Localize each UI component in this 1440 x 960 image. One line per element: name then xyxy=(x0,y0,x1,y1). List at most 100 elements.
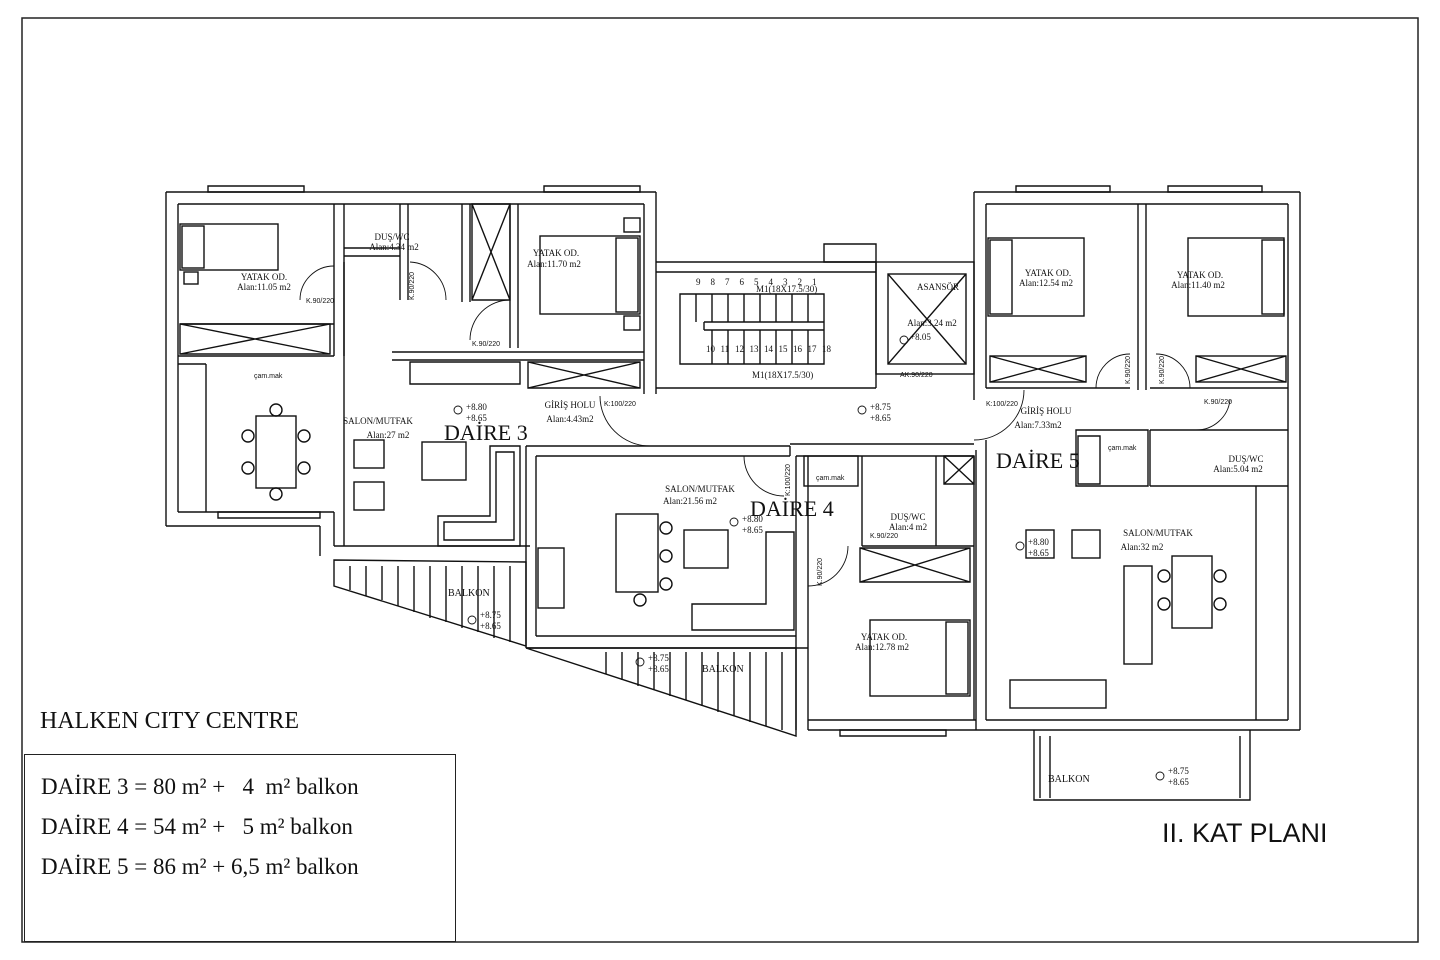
level-value: +8.65 xyxy=(648,664,669,674)
level-value: +8.65 xyxy=(480,621,501,631)
bed-icon xyxy=(179,223,279,271)
room-area: Alan:5.04 m2 xyxy=(1213,464,1263,474)
room-area: Alan:7.33m2 xyxy=(1014,420,1061,430)
door-code: K:100/220 xyxy=(785,464,792,496)
bed-icon xyxy=(539,235,641,315)
door-code: K.90/220 xyxy=(1204,399,1232,406)
room-area: Alan:4.34 m2 xyxy=(369,242,419,252)
room-area: Alan:27 m2 xyxy=(367,430,410,440)
bed-icon xyxy=(869,619,971,697)
level-value: +8.65 xyxy=(742,525,763,535)
sofa-icon xyxy=(1123,565,1153,665)
level-value: +8.75 xyxy=(480,610,501,620)
sofa-icon xyxy=(437,445,521,547)
bed-icon xyxy=(987,237,1085,317)
level-value: +8.65 xyxy=(466,413,487,423)
room-name: DUŞ/WC xyxy=(890,512,925,522)
stair-step-number: 9 xyxy=(696,277,701,287)
room-name: çam.mak xyxy=(816,475,845,482)
door-code: K.90/220 xyxy=(870,533,898,540)
room-area: Alan:11.70 m2 xyxy=(527,259,581,269)
room-name: SALON/MUTFAK xyxy=(1123,528,1193,538)
room-name: GİRİŞ HOLU xyxy=(1021,406,1072,416)
dining-table-icon xyxy=(1171,555,1213,629)
level-value: +8.65 xyxy=(1168,777,1189,787)
stair-step-number: 15 xyxy=(779,344,789,354)
stair-step-number: 17 xyxy=(808,344,818,354)
door-code: K.90/220 xyxy=(409,272,416,300)
door-code: K.90/220 xyxy=(1159,356,1166,384)
room-name: DUŞ/WC xyxy=(1228,454,1263,464)
level-value: +8.75 xyxy=(1168,766,1189,776)
door-swings xyxy=(299,261,1231,587)
armchair-icon xyxy=(353,439,385,469)
room-area: Alan:21.56 m2 xyxy=(663,496,717,506)
room-area: Alan:4 m2 xyxy=(889,522,927,532)
balcony-label: BALKON xyxy=(1048,774,1090,785)
sofa-icon xyxy=(691,531,795,631)
room-name: SALON/MUTFAK xyxy=(665,484,735,494)
kitchen-island-icon xyxy=(615,513,659,593)
summary-line-daire-3: DAİRE 3 = 80 m² + 4 m² balkon xyxy=(41,774,359,799)
coffee-table-icon xyxy=(683,529,729,569)
stair-step-number: 6 xyxy=(740,277,745,287)
door-code: K.90/220 xyxy=(472,341,500,348)
sheet-frame xyxy=(21,17,1419,943)
room-area: Alan:32 m2 xyxy=(1121,542,1164,552)
armchair-icon xyxy=(1071,529,1101,559)
stair-step-number: 4 xyxy=(769,277,774,287)
window-mark xyxy=(207,185,1263,737)
room-name: YATAK OD. xyxy=(1025,268,1071,278)
balcony-label: BALKON xyxy=(702,664,744,675)
unit-label-daire-3: DAİRE 3 xyxy=(444,420,528,445)
room-area: Alan:12.54 m2 xyxy=(1019,278,1073,288)
project-title: HALKEN CITY CENTRE xyxy=(40,708,300,734)
stair-core xyxy=(656,243,877,389)
stair-step-number: 16 xyxy=(793,344,803,354)
stair-step-number: 5 xyxy=(754,277,759,287)
stair-step-number: 12 xyxy=(735,344,744,354)
stair-step-number: 1 xyxy=(812,277,817,287)
stair-step-number: 10 xyxy=(706,344,716,354)
stair-step-number: 7 xyxy=(725,277,730,287)
room-name: GİRİŞ HOLU xyxy=(545,400,596,410)
stair-label: M1(18X17.5/30) xyxy=(756,284,817,294)
stair-step-number: 8 xyxy=(711,277,716,287)
door-code: K:100/220 xyxy=(604,401,636,408)
stair-step-number: 11 xyxy=(721,344,730,354)
room-name: YATAK OD. xyxy=(1177,270,1223,280)
level-value: +8.65 xyxy=(870,413,891,423)
balcony-daire-4 xyxy=(525,647,797,737)
room-area: Alan:12.78 m2 xyxy=(855,642,909,652)
unit-label-daire-5: DAİRE 5 xyxy=(996,448,1080,473)
room-area: Alan:11.40 m2 xyxy=(1171,280,1225,290)
stair-step-number: 3 xyxy=(783,277,788,287)
room-name: DUŞ/WC xyxy=(374,232,409,242)
room-name: YATAK OD. xyxy=(241,272,287,282)
level-value: +8.05 xyxy=(910,332,931,342)
room-area: Alan:11.05 m2 xyxy=(237,282,291,292)
room-area: Alan:3.24 m2 xyxy=(907,318,957,328)
level-value: +8.80 xyxy=(742,514,763,524)
summary-line-daire-5: DAİRE 5 = 86 m² + 6,5 m² balkon xyxy=(41,854,359,879)
balcony-daire-5 xyxy=(1039,736,1241,798)
stair-step-number: 13 xyxy=(750,344,760,354)
level-value: +8.65 xyxy=(1028,548,1049,558)
balcony-label: BALKON xyxy=(448,588,490,599)
sofa-icon xyxy=(1009,679,1107,709)
level-value: +8.75 xyxy=(870,402,891,412)
coffee-table-icon xyxy=(421,441,467,481)
area-summary-box: DAİRE 3 = 80 m² + 4 m² balkon DAİRE 4 = … xyxy=(24,754,456,942)
room-name: YATAK OD. xyxy=(533,248,579,258)
room-name: çam.mak xyxy=(1108,445,1137,452)
level-markers xyxy=(453,335,1165,781)
level-value: +8.80 xyxy=(466,402,487,412)
level-value: +8.75 xyxy=(648,653,669,663)
room-name: YATAK OD. xyxy=(861,632,907,642)
unit-label-daire-4: DAİRE 4 xyxy=(750,496,834,521)
stair-step-number: 2 xyxy=(798,277,803,287)
door-code: K.90/220 xyxy=(817,558,824,586)
door-code: AK.90/220 xyxy=(900,372,933,379)
room-name: çam.mak xyxy=(254,373,283,380)
